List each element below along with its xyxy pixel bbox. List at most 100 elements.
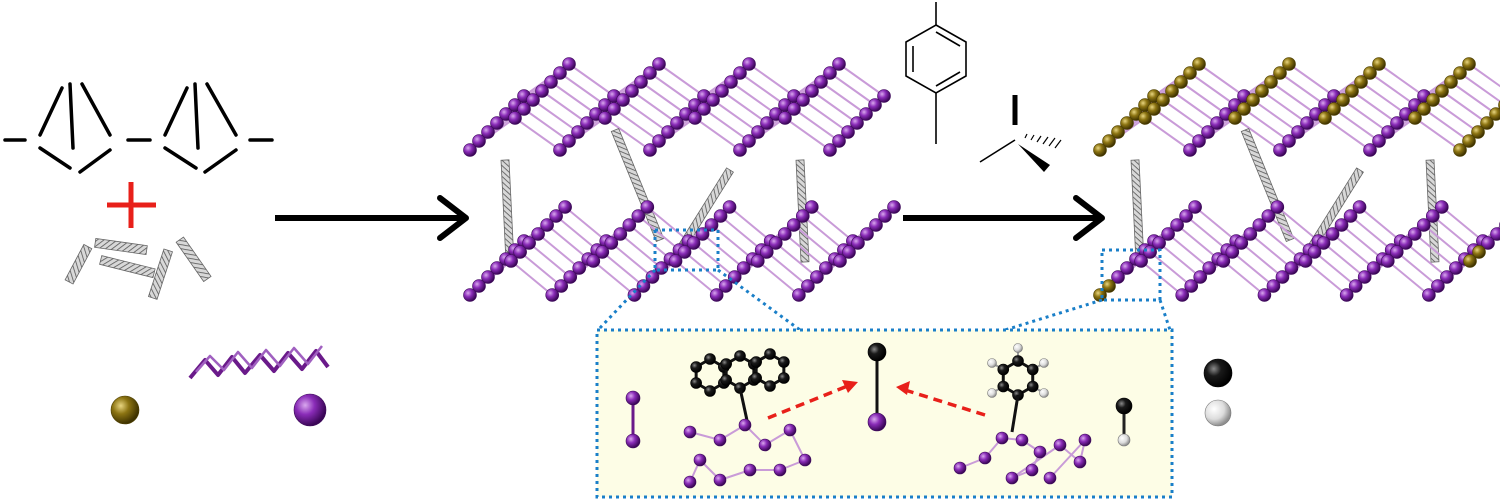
- framework-bond: [1414, 117, 1461, 151]
- framework-functionalized: [1093, 57, 1500, 302]
- framework-bond: [1240, 242, 1284, 278]
- framework-atom: [1449, 261, 1463, 275]
- framework-atom-gold: [1102, 279, 1116, 293]
- framework-atom: [724, 75, 738, 89]
- framework-atom: [1398, 236, 1413, 250]
- framework-bond: [1222, 260, 1266, 296]
- inset-atom-black: [867, 342, 887, 362]
- inset-zoom-box: [595, 328, 1174, 499]
- framework-atom: [661, 125, 675, 139]
- framework-atom: [636, 279, 651, 293]
- framework-atom: [759, 245, 774, 259]
- framework-bond: [1304, 260, 1348, 296]
- framework-atom: [545, 288, 560, 302]
- inset-atom-white: [1117, 433, 1131, 447]
- framework-atom: [1422, 288, 1436, 302]
- inset-atom: [1005, 471, 1019, 485]
- framework-bond: [757, 260, 800, 296]
- framework-atom: [1183, 143, 1197, 157]
- framework-atom: [535, 84, 549, 98]
- framework-atom-gold: [1453, 143, 1467, 157]
- framework-atom: [686, 236, 701, 250]
- legend-purple-atom: [293, 393, 327, 427]
- framework-atom: [1416, 218, 1431, 232]
- framework-atom-gold: [1463, 254, 1477, 268]
- framework-atom: [634, 75, 648, 89]
- reaction-arrow-2: [903, 195, 1105, 241]
- framework-atom: [713, 209, 728, 223]
- legend-black-atom: [1203, 358, 1233, 388]
- inset-atom: [625, 390, 641, 406]
- framework-bond: [658, 63, 705, 97]
- framework-atom: [677, 245, 692, 259]
- framework-atom: [742, 134, 756, 148]
- framework-atom: [1216, 254, 1231, 268]
- framework-atom-gold: [1444, 75, 1458, 89]
- framework-bond: [546, 224, 589, 260]
- framework-bond: [1258, 224, 1302, 260]
- framework-atom-gold: [1111, 125, 1125, 139]
- framework-bond: [1276, 206, 1320, 242]
- framework-bond: [784, 117, 831, 151]
- inset-atom-black: [778, 356, 790, 368]
- inset-atom-white: [987, 358, 997, 368]
- framework-bond: [613, 108, 660, 142]
- framework-atom: [607, 102, 621, 116]
- framework-atom: [554, 279, 569, 293]
- framework-atom-gold: [1472, 245, 1486, 259]
- framework-bond: [721, 90, 768, 124]
- framework-atom: [1175, 288, 1190, 302]
- framework-atom: [1266, 279, 1281, 293]
- framework-atom: [697, 102, 711, 116]
- framework-atom: [777, 227, 792, 241]
- framework-atom: [709, 288, 724, 302]
- framework-bond: [784, 233, 827, 269]
- framework-atom: [768, 236, 783, 250]
- framework-bond: [1189, 72, 1236, 106]
- framework-bond: [703, 108, 750, 142]
- framework-atom: [563, 270, 578, 284]
- framework-bond: [1270, 81, 1317, 115]
- framework-atom: [869, 218, 883, 232]
- inset-atom-white: [1039, 358, 1049, 368]
- framework-bond: [1423, 108, 1470, 142]
- framework-atom-gold: [1363, 66, 1377, 80]
- framework-bond: [766, 251, 809, 287]
- framework-atom: [823, 143, 837, 157]
- framework-bond: [1432, 215, 1475, 251]
- framework-bond: [802, 99, 849, 133]
- legend-gold-atom: [110, 395, 140, 425]
- framework-bond: [694, 117, 741, 151]
- framework-bond: [1378, 63, 1425, 97]
- inset-atom-black: [1012, 355, 1024, 367]
- framework-atom: [604, 236, 619, 250]
- inset-atom-white: [1039, 388, 1049, 398]
- inset-atom: [1073, 455, 1087, 469]
- framework-atom: [549, 209, 563, 223]
- framework-atom: [1334, 218, 1349, 232]
- plus-icon: [107, 182, 156, 228]
- framework-atom: [1111, 270, 1125, 284]
- framework-bond: [1441, 90, 1488, 124]
- framework-bond: [1351, 90, 1398, 124]
- framework-bond: [1324, 117, 1371, 151]
- framework-bond: [820, 81, 867, 115]
- inset-atom: [693, 453, 707, 467]
- framework-atom-gold: [1354, 75, 1368, 89]
- legend-chain: [188, 345, 330, 380]
- framework-bond: [811, 206, 854, 242]
- framework-bond: [728, 206, 772, 242]
- framework-atom: [472, 279, 486, 293]
- inset-atom: [738, 418, 752, 432]
- framework-atom-gold: [1327, 102, 1341, 116]
- framework-bond: [1158, 242, 1201, 278]
- framework-atom: [751, 125, 765, 139]
- framework-atom: [531, 227, 545, 241]
- inset-atom: [798, 453, 812, 467]
- inset-atom: [758, 438, 772, 452]
- framework-atom-gold: [1489, 107, 1500, 121]
- framework-atom: [804, 200, 819, 214]
- framework-atom: [1366, 261, 1381, 275]
- framework-atom: [1343, 209, 1358, 223]
- inset-atom-black: [690, 361, 702, 373]
